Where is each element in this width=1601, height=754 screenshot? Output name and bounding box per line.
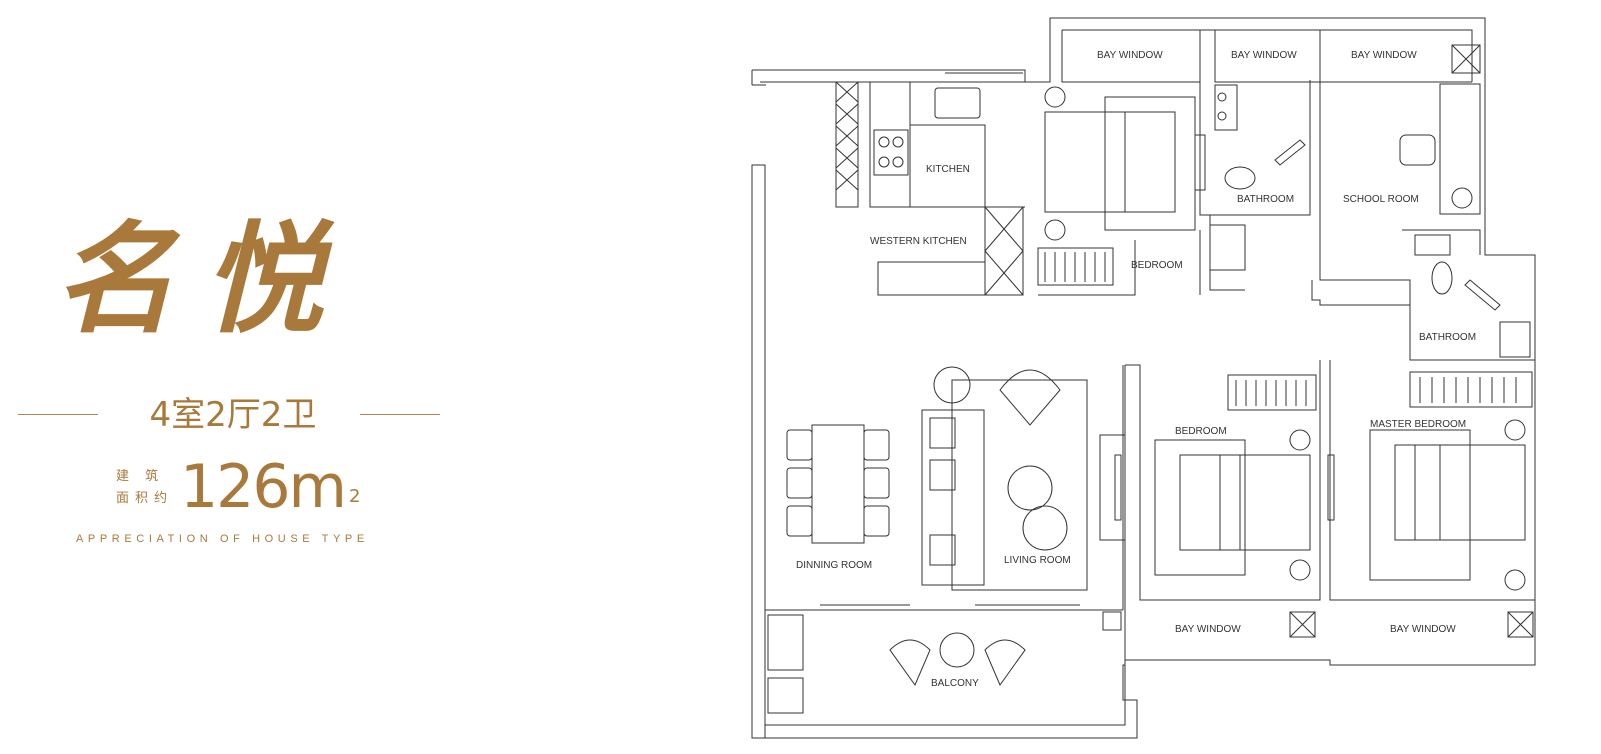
area-unit-superscript: 2	[348, 486, 361, 507]
label-bay-window-3: BAY WINDOW	[1351, 50, 1417, 61]
outer-wall	[751, 17, 1536, 739]
master-bed	[1394, 444, 1526, 541]
kitchen-sink	[934, 87, 981, 119]
label-school-room: SCHOOL ROOM	[1343, 194, 1419, 205]
layout-label: 4室2厅2卫	[149, 395, 317, 435]
label-bathroom-right: BATHROOM	[1419, 332, 1476, 343]
project-name: 名悦	[55, 209, 351, 350]
label-western-kitchen: WESTERN KITCHEN	[870, 236, 967, 247]
coffee-table	[1007, 465, 1053, 511]
chair-school	[1399, 134, 1436, 166]
label-living-room: LIVING ROOM	[1004, 555, 1071, 566]
label-balcony: BALCONY	[931, 678, 979, 689]
toilet-right	[1431, 261, 1453, 295]
label-bathroom-top: BATHROOM	[1237, 194, 1294, 205]
balcony-sink	[767, 614, 804, 671]
armchair	[999, 369, 1061, 426]
label-bedroom-top: BEDROOM	[1131, 260, 1183, 271]
area-number: 126m	[180, 452, 347, 522]
label-bay-window-5: BAY WINDOW	[1390, 624, 1456, 635]
sofa	[921, 409, 985, 586]
label-bay-window-4: BAY WINDOW	[1175, 624, 1241, 635]
toilet-top	[1224, 166, 1256, 190]
balcony-chair-right	[984, 639, 1026, 687]
sink-right	[1499, 321, 1531, 358]
vanity-top	[1214, 84, 1238, 131]
bedroom-top-bed	[1044, 111, 1176, 213]
wardrobe-top	[1037, 247, 1114, 286]
kitchen-counter	[869, 81, 911, 208]
label-bay-window-1: BAY WINDOW	[1097, 50, 1163, 61]
stove	[873, 129, 909, 176]
balcony-table	[939, 632, 975, 668]
vanity-right	[1414, 234, 1451, 256]
balcony-chair-left	[889, 639, 931, 687]
label-kitchen: KITCHEN	[926, 164, 970, 175]
western-kitchen-cabinet	[984, 206, 1024, 296]
divider-left	[18, 414, 98, 415]
western-kitchen-counter	[877, 261, 986, 296]
wardrobe-mid	[1227, 374, 1317, 411]
label-master-bedroom: MASTER BEDROOM	[1370, 419, 1466, 430]
wardrobe-master	[1409, 371, 1533, 408]
dining-table	[811, 424, 865, 544]
label-dinning-room: DINNING ROOM	[796, 560, 872, 571]
subtitle: APPRECIATION OF HOUSE TYPE	[76, 533, 369, 545]
divider-right	[360, 414, 440, 415]
area-label: 建 筑 面积约	[116, 469, 174, 506]
kitchen-cabinet-left	[835, 81, 859, 208]
label-bay-window-2: BAY WINDOW	[1231, 50, 1297, 61]
label-bedroom-mid: BEDROOM	[1175, 426, 1227, 437]
shower-top	[1209, 224, 1246, 271]
desk	[1439, 83, 1481, 215]
